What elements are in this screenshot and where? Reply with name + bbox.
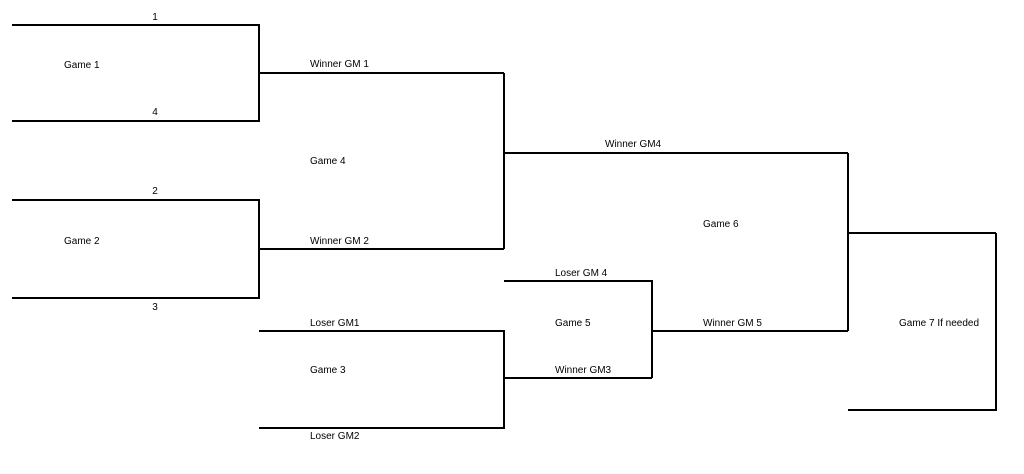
game5-label: Game 5 [555,318,591,329]
game3-label: Game 3 [310,365,346,376]
seed-2-label: 2 [152,186,158,197]
game1-label: Game 1 [64,60,100,71]
game7-bracket-line [848,233,997,411]
game4-bracket-line [503,73,848,249]
seed-1-label: 1 [152,12,158,23]
game6-bracket-line [847,153,996,331]
game3-bracket-line [259,330,652,429]
seed-3-label: 3 [152,302,158,313]
game4-label: Game 4 [310,156,346,167]
game5-bracket-line [504,280,848,378]
loser-gm1-label: Loser GM1 [310,318,360,329]
winner-gm3-label: Winner GM3 [555,365,612,376]
winner-gm1-label: Winner GM 1 [310,59,369,70]
game1-bracket-line [12,24,504,122]
winner-gm4-label: Winner GM4 [605,139,662,150]
loser-gm4-label: Loser GM 4 [555,268,608,279]
winner-gm2-label: Winner GM 2 [310,236,369,247]
game2-label: Game 2 [64,236,100,247]
game6-label: Game 6 [703,219,739,230]
seed-4-label: 4 [152,107,158,118]
winner-gm5-label: Winner GM 5 [703,318,762,329]
loser-gm2-label: Loser GM2 [310,431,360,442]
game7-label: Game 7 If needed [899,318,980,329]
game2-bracket-line [12,199,504,299]
